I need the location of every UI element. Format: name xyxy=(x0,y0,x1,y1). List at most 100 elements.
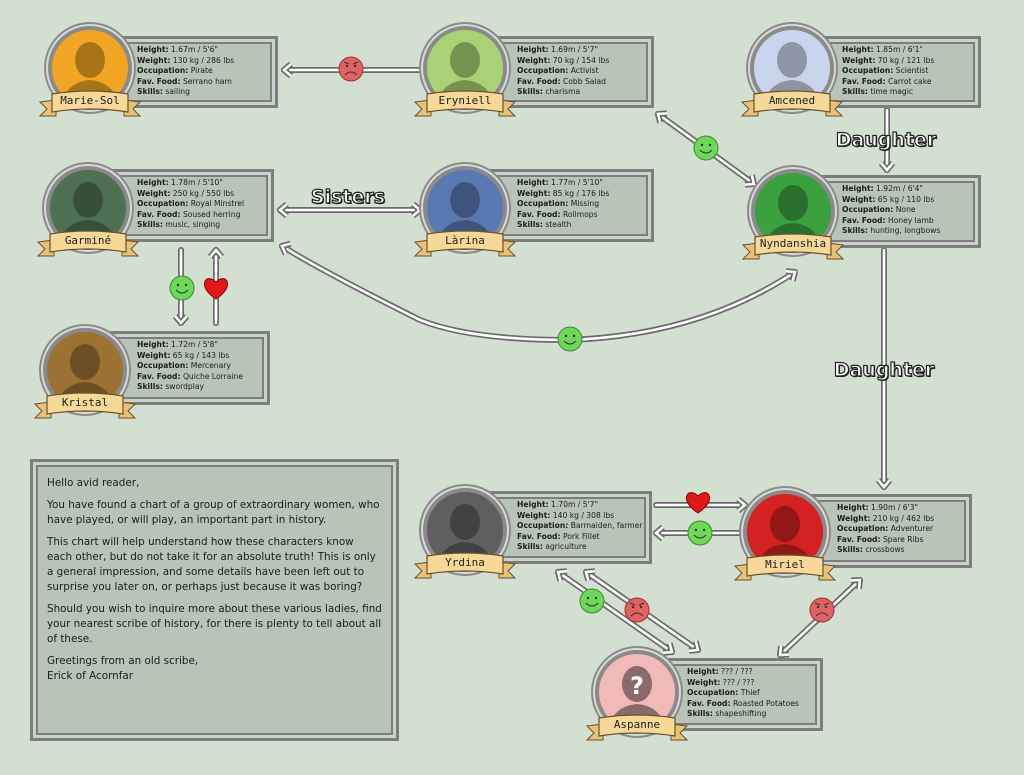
heart-icon xyxy=(204,278,228,300)
food-label: Fav. Food: xyxy=(137,76,181,86)
occupation-row: Occupation: Pirate xyxy=(137,66,267,77)
silhouette-icon: ? xyxy=(607,666,667,730)
skills-label: Skills: xyxy=(842,87,868,97)
occupation-value: Missing xyxy=(570,199,600,209)
sisters-label: Sisters xyxy=(310,185,386,208)
weight-value: 65 kg / 143 lbs xyxy=(172,350,230,360)
height-value: 1.67m / 5'6" xyxy=(171,45,218,54)
weight-label: Weight: xyxy=(687,677,721,687)
skills-row: Skills: sailing xyxy=(137,87,267,98)
height-label: Height: xyxy=(687,667,719,676)
height-value: 1.69m / 5'7" xyxy=(551,45,598,54)
angry-face-icon xyxy=(338,56,364,82)
height-label: Height: xyxy=(137,45,169,54)
svg-text:?: ? xyxy=(630,672,644,700)
food-label: Fav. Food: xyxy=(137,371,181,381)
name-banner: Miriel xyxy=(733,552,837,582)
weight-row: Weight: 130 kg / 286 lbs xyxy=(137,56,267,67)
weight-label: Weight: xyxy=(517,55,551,65)
weight-row: Weight: 140 kg / 308 lbs xyxy=(517,511,641,522)
weight-row: Weight: 70 kg / 154 lbs xyxy=(517,56,643,67)
food-row: Fav. Food: Pork Fillet xyxy=(517,532,641,543)
weight-value: 140 kg / 308 lbs xyxy=(552,510,615,520)
weight-value: 70 kg / 121 lbs xyxy=(877,55,935,65)
food-row: Fav. Food: Spare Ribs xyxy=(837,535,961,546)
food-value: Carrot cake xyxy=(887,76,932,86)
food-value: Spare Ribs xyxy=(882,534,924,544)
food-row: Fav. Food: Roasted Potatoes xyxy=(687,699,812,710)
character-info-card: Height: 1.70m / 5'7"Weight: 140 kg / 308… xyxy=(490,491,652,564)
food-label: Fav. Food: xyxy=(842,215,886,225)
character-name: Eryniell xyxy=(438,94,492,107)
skills-row: Skills: shapeshifting xyxy=(687,709,812,720)
food-label: Fav. Food: xyxy=(517,209,561,219)
name-banner: Eryniell xyxy=(413,88,517,118)
occupation-value: Thief xyxy=(740,688,760,698)
food-row: Fav. Food: Soused herring xyxy=(137,210,263,221)
height-label: Height: xyxy=(137,178,169,187)
food-row: Fav. Food: Cobb Salad xyxy=(517,77,643,88)
food-value: Soused herring xyxy=(182,209,241,219)
skills-value: shapeshifting xyxy=(715,709,767,719)
height-row: Height: 1.77m / 5'10" xyxy=(517,178,643,189)
occupation-label: Occupation: xyxy=(842,66,894,76)
food-label: Fav. Food: xyxy=(517,76,561,86)
name-banner: Marie-Sol xyxy=(38,88,142,118)
character-name: Kristal xyxy=(61,396,109,409)
note-paragraph: This chart will help understand how thes… xyxy=(47,536,376,593)
occupation-label: Occupation: xyxy=(137,66,189,76)
weight-row: Weight: 65 kg / 143 lbs xyxy=(137,351,259,362)
intro-note: Hello avid reader, You have found a char… xyxy=(30,459,399,741)
skills-value: music, singing xyxy=(165,220,221,230)
occupation-row: Occupation: Adventurer xyxy=(837,524,961,535)
weight-value: 70 kg / 154 lbs xyxy=(552,55,610,65)
weight-label: Weight: xyxy=(137,188,171,198)
weight-label: Weight: xyxy=(837,513,871,523)
occupation-value: Barmaiden, farmer xyxy=(570,521,643,531)
daughter-label: Daughter xyxy=(835,128,937,151)
angry-face-icon xyxy=(624,597,650,623)
name-banner: Aspanne xyxy=(585,712,689,742)
food-label: Fav. Food: xyxy=(687,698,731,708)
height-row: Height: 1.72m / 5'8" xyxy=(137,340,259,351)
height-row: Height: 1.92m / 6'4" xyxy=(842,184,970,195)
food-row: Fav. Food: Carrot cake xyxy=(842,77,970,88)
occupation-label: Occupation: xyxy=(137,361,189,371)
weight-row: Weight: 70 kg / 121 lbs xyxy=(842,56,970,67)
skills-value: agriculture xyxy=(545,542,587,552)
character-name: Nyndanshia xyxy=(759,237,827,250)
character-info-card: Height: 1.78m / 5'10"Weight: 250 kg / 55… xyxy=(110,169,274,242)
skills-value: sailing xyxy=(165,87,190,97)
character-name: Làrina xyxy=(445,234,485,247)
height-label: Height: xyxy=(517,500,549,509)
skills-label: Skills: xyxy=(837,545,863,555)
happy-face-icon xyxy=(687,520,713,546)
height-label: Height: xyxy=(517,45,549,54)
occupation-row: Occupation: Activist xyxy=(517,66,643,77)
occupation-row: Occupation: Thief xyxy=(687,688,812,699)
character-info-card: Height: 1.69m / 5'7"Weight: 70 kg / 154 … xyxy=(490,36,654,108)
food-value: Honey lamb xyxy=(887,215,934,225)
name-banner: Nyndanshia xyxy=(741,231,845,261)
skills-label: Skills: xyxy=(137,220,163,230)
character-name: Miriel xyxy=(765,558,805,571)
food-row: Fav. Food: Quiche Lorraine xyxy=(137,372,259,383)
character-info-card: Height: 1.85m / 6'1"Weight: 70 kg / 121 … xyxy=(815,36,981,108)
skills-label: Skills: xyxy=(517,542,543,552)
weight-label: Weight: xyxy=(842,194,876,204)
occupation-value: None xyxy=(895,205,916,215)
height-value: 1.90m / 6'3" xyxy=(871,503,918,512)
height-label: Height: xyxy=(137,340,169,349)
skills-value: crossbows xyxy=(865,545,905,555)
skills-row: Skills: time magic xyxy=(842,87,970,98)
character-name: Aspanne xyxy=(613,718,661,731)
skills-row: Skills: swordplay xyxy=(137,382,259,393)
character-info-card: Height: ??? / ???Weight: ??? / ???Occupa… xyxy=(660,658,823,731)
note-signoff: Greetings from an old scribe, xyxy=(47,655,199,667)
weight-value: 210 kg / 462 lbs xyxy=(872,513,935,523)
weight-value: 85 kg / 176 lbs xyxy=(552,188,610,198)
skills-value: hunting, longbows xyxy=(870,226,941,236)
character-info-card: Height: 1.67m / 5'6" Weight: 130 kg / 286… xyxy=(110,36,278,108)
height-row: Height: 1.78m / 5'10" xyxy=(137,178,263,189)
